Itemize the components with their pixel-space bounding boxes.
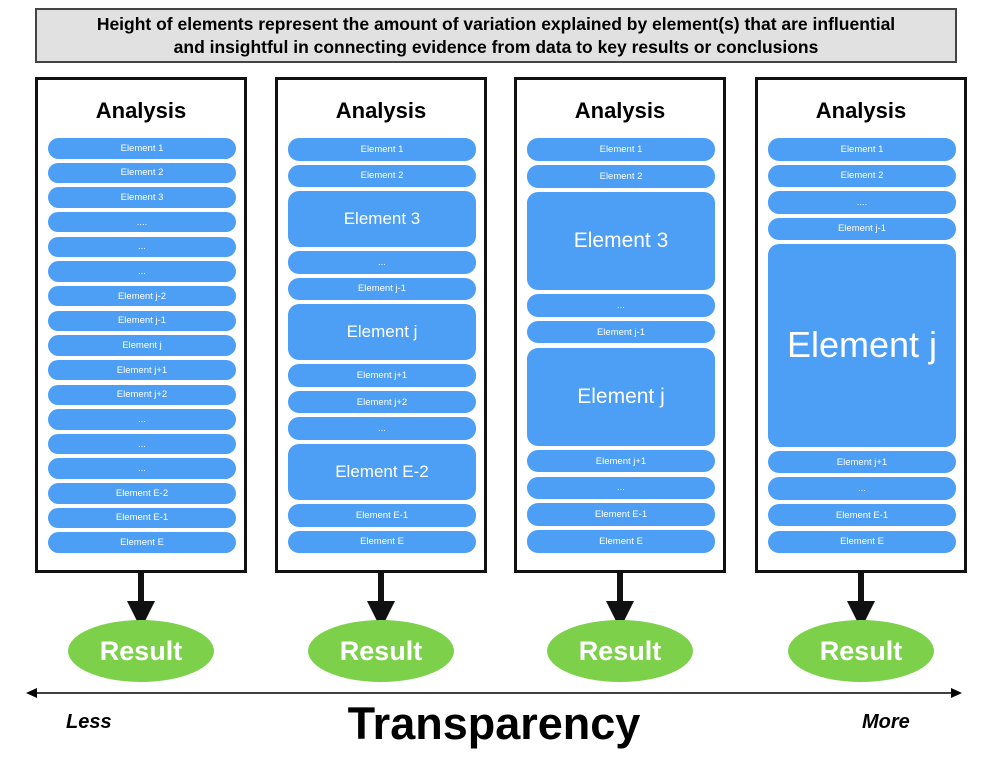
element-block: Element j+1 (48, 359, 236, 381)
header-line-1: Height of elements represent the amount … (96, 13, 896, 34)
element-block: ... (48, 458, 236, 479)
element-block: Element 2 (288, 164, 476, 187)
element-block: ... (288, 417, 476, 440)
element-block: ... (527, 293, 715, 317)
element-block: Element j+1 (768, 450, 956, 474)
element-block: Element j+2 (48, 384, 236, 406)
element-block: Element 2 (768, 164, 956, 187)
element-block: Element 1 (48, 138, 236, 159)
element-block: Element j+1 (288, 364, 476, 387)
element-block: Element 2 (48, 162, 236, 184)
panel-title: Analysis (95, 98, 187, 123)
element-block: ... (48, 433, 236, 455)
element-block: ... (48, 236, 236, 258)
element-block: Element E-1 (48, 507, 236, 529)
result-ellipse: Result (308, 620, 454, 682)
element-block: Element 3 (288, 191, 476, 248)
down-arrow-icon (367, 571, 395, 629)
panel-title: Analysis (335, 98, 427, 123)
element-block: ... (48, 261, 236, 282)
axis-label-less: Less (66, 711, 112, 733)
element-block: Element 1 (768, 138, 956, 161)
element-block: Element 1 (527, 138, 715, 161)
element-block: .... (768, 191, 956, 214)
element-block: Element E (768, 530, 956, 553)
header-line-2: and insightful in connecting evidence fr… (173, 36, 819, 57)
element-block: Element 3 (48, 187, 236, 208)
element-block: Element E-1 (768, 503, 956, 527)
element-block: Element E-1 (288, 504, 476, 527)
result-ellipse: Result (788, 620, 934, 682)
transparency-axis-arrow (26, 688, 962, 698)
down-arrow-icon (606, 571, 634, 629)
element-block: Element j-1 (527, 320, 715, 344)
element-block: Element j (527, 347, 715, 446)
element-block: .... (48, 211, 236, 233)
element-block: Element 1 (288, 138, 476, 161)
element-block: ... (288, 251, 476, 274)
element-block: Element E (527, 530, 715, 553)
element-block: Element E (48, 532, 236, 553)
element-block: Element j-1 (48, 310, 236, 332)
element-block: Element E-2 (288, 443, 476, 500)
element-block: Element E-2 (48, 483, 236, 504)
down-arrow-icon (847, 571, 875, 629)
element-block: Element j-2 (48, 285, 236, 307)
element-block: ... (768, 477, 956, 500)
element-block: Element j-1 (768, 217, 956, 241)
element-block: Element E-1 (527, 503, 715, 527)
element-block: Element j (768, 244, 956, 447)
result-ellipse: Result (547, 620, 693, 682)
element-block: Element 3 (527, 191, 715, 290)
element-block: Element j (288, 304, 476, 361)
element-block: ... (527, 476, 715, 500)
element-block: Element j (48, 335, 236, 356)
header-box: Height of elements represent the amount … (35, 8, 957, 63)
axis-title: Transparency (347, 698, 641, 749)
panel-title: Analysis (574, 98, 666, 123)
result-ellipse: Result (68, 620, 214, 682)
element-block: Element j+1 (527, 449, 715, 473)
element-block: Element j-1 (288, 277, 476, 301)
element-block: Element j+2 (288, 390, 476, 414)
axis-label-more: More (862, 711, 910, 733)
element-block: Element E (288, 530, 476, 553)
element-block: ... (48, 409, 236, 430)
element-block: Element 2 (527, 164, 715, 188)
down-arrow-icon (127, 571, 155, 629)
panel-title: Analysis (815, 98, 907, 123)
